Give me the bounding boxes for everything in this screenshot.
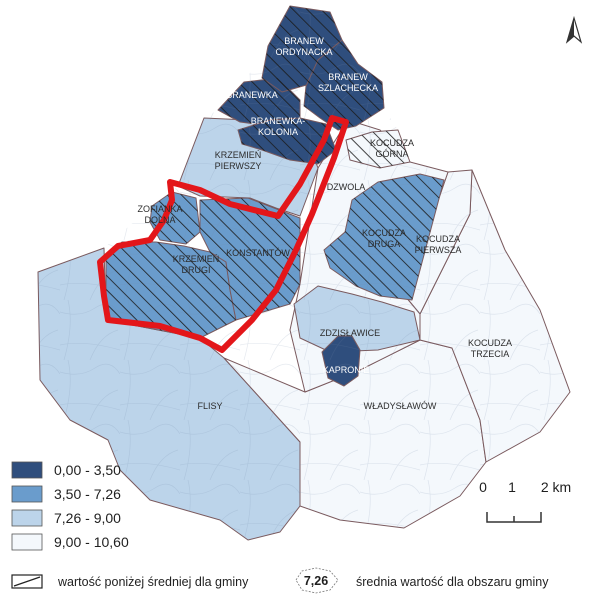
mean-legend-label: średnia wartość dla obszaru gminy — [356, 575, 549, 589]
hatch-krzemien-drugi — [106, 242, 236, 338]
legend-swatch-0 — [11, 461, 43, 479]
hatch-legend-label: wartość poniżej średniej dla gminy — [57, 575, 249, 589]
label-kocudza-gorna-line-1: GÓRNA — [375, 149, 408, 159]
label-branewka-kolonia-line-0: BRANEWKA- — [251, 116, 306, 126]
legend: 0,00 - 3,50 3,50 - 7,26 7,26 - 9,00 9,00… — [11, 461, 129, 551]
label-dzwola-line-0: DZWOLA — [327, 182, 366, 192]
label-zofianka-dolna-line-0: ZOFIANKA — [137, 204, 182, 214]
legend-label-3: 9,00 - 10,60 — [54, 534, 129, 550]
legend-label-0: 0,00 - 3,50 — [54, 462, 121, 478]
legend-label-2: 7,26 - 9,00 — [54, 510, 121, 526]
label-konstantow: KONSTANTÓW — [226, 248, 290, 258]
mean-value-badge — [295, 567, 339, 594]
label-branewka-kolonia-line-1: KOLONIA — [258, 127, 298, 137]
label-kocudza-pierwsza-line-0: KOCUDZA — [416, 234, 460, 244]
hatch-kocudza-druga — [324, 174, 444, 300]
label-wladyslawow-line-0: WŁADYSŁAWÓW — [364, 401, 437, 411]
label-wladyslawow: WŁADYSŁAWÓW — [364, 401, 437, 411]
legend-swatch-3 — [11, 533, 43, 551]
label-kocudza-pierwsza-line-1: PIERWSZA — [415, 245, 462, 255]
label-krzemien-drugi-line-0: KRZEMIEŃ — [173, 254, 220, 264]
label-konstantow-line-0: KONSTANTÓW — [226, 248, 290, 258]
label-flisy: FLISY — [197, 401, 222, 411]
hatch-branewka-kolonia — [238, 118, 336, 164]
label-kapronie-line-0: KAPRONIE — [323, 365, 370, 375]
hatch-kocudza-gorna — [346, 130, 410, 168]
label-krzemien-pierwszy-line-0: KRZEMIEŃ — [215, 150, 262, 160]
hatch-branew-ordynacka — [262, 6, 342, 92]
mean-value: 7,26 — [304, 574, 328, 588]
legend-swatch-2 — [11, 509, 43, 527]
scale-tick-0: 0 — [479, 479, 487, 495]
footer-legend: wartość poniżej średniej dla gminy 7,26 … — [11, 567, 549, 594]
label-branewka-kolonia: BRANEWKA-KOLONIA — [251, 116, 306, 137]
label-kocudza-gorna-line-0: KOCUDZA — [370, 138, 414, 148]
north-arrow-icon — [565, 15, 583, 44]
legend-swatch-1 — [11, 485, 43, 503]
hatch-branew-szlachecka — [304, 40, 384, 130]
label-branew-ordynacka-line-1: ORDYNACKA — [275, 47, 332, 57]
label-zofianka-dolna-line-1: DOLNA — [144, 215, 175, 225]
label-kapronie: KAPRONIE — [323, 365, 370, 375]
label-branew-szlachecka-line-0: BRANEW — [328, 72, 368, 82]
hatch-zofianka-dolna — [150, 192, 200, 244]
label-kocudza-druga-line-1: DRUGA — [368, 239, 401, 249]
scale-bar: 0 1 2 km — [479, 479, 571, 523]
label-branew-szlachecka-line-1: SZLACHECKA — [318, 83, 378, 93]
hatch-branewka — [218, 78, 300, 126]
label-branew-ordynacka-line-0: BRANEW — [284, 36, 324, 46]
label-kocudza-trzecia-line-1: TRZECIA — [471, 349, 510, 359]
label-krzemien-drugi-line-1: DRUGI — [182, 265, 211, 275]
scale-tick-2: 2 km — [541, 479, 571, 495]
label-branewka-line-0: BRANEWKA — [226, 90, 278, 100]
label-kocudza-trzecia-line-0: KOCUDZA — [468, 338, 512, 348]
label-dzwola: DZWOLA — [327, 182, 366, 192]
label-flisy-line-0: FLISY — [197, 401, 222, 411]
label-zdzislawice-line-0: ZDZISŁAWICE — [320, 328, 380, 338]
study-area-outline — [97, 115, 349, 353]
label-zdzislawice: ZDZISŁAWICE — [320, 328, 380, 338]
scale-tick-1: 1 — [508, 479, 516, 495]
label-branewka: BRANEWKA — [226, 90, 278, 100]
label-kocudza-druga-line-0: KOCUDZA — [362, 228, 406, 238]
label-krzemien-pierwszy-line-1: PIERWSZY — [215, 161, 262, 171]
legend-label-1: 3,50 - 7,26 — [54, 486, 121, 502]
